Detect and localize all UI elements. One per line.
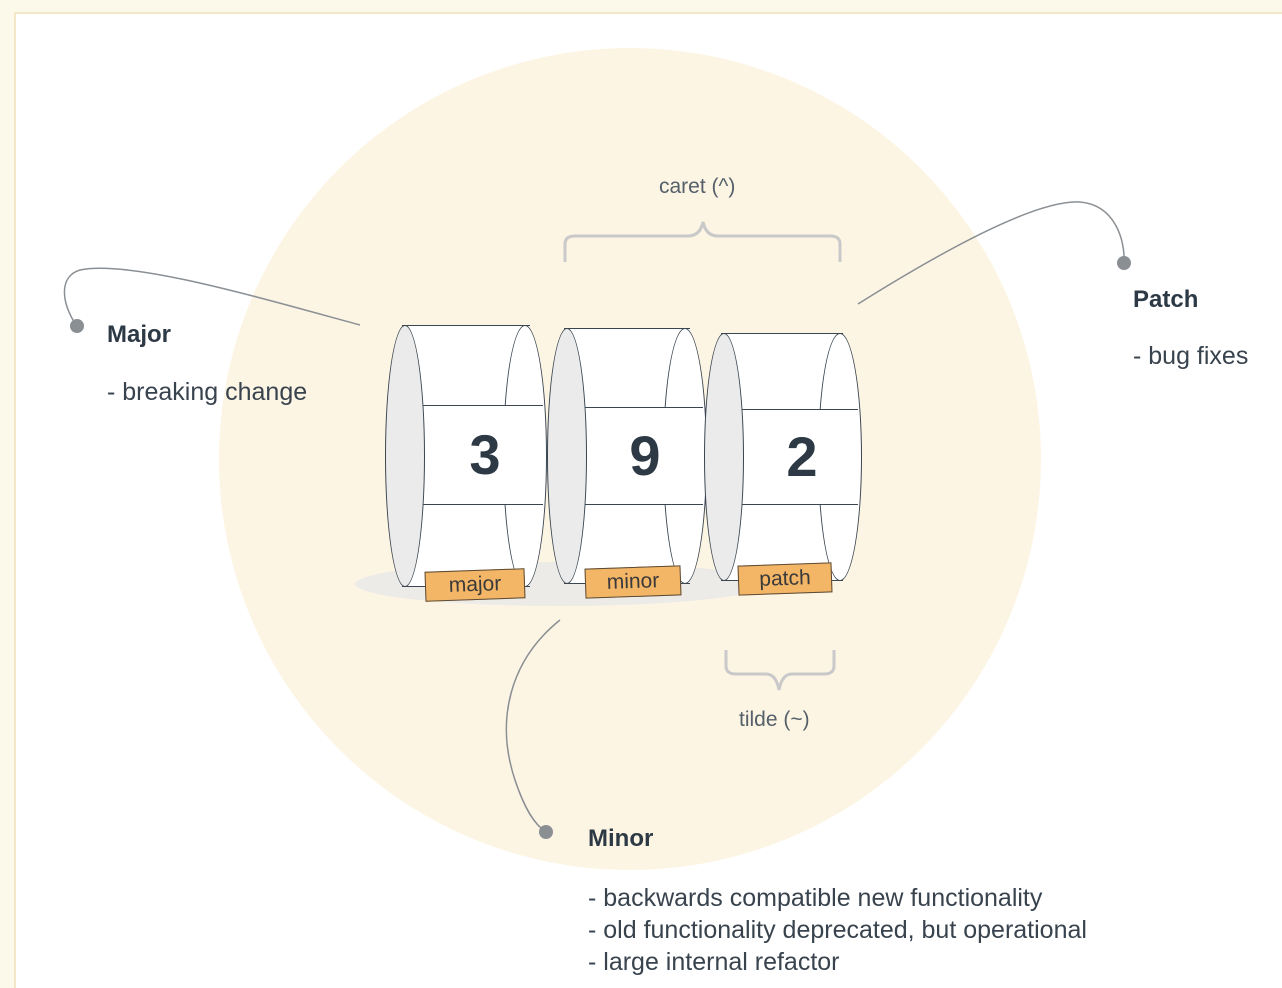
major-connector-line	[63, 267, 361, 326]
patch-item: - bug fixes	[1133, 342, 1249, 370]
cylinder-left-face	[385, 325, 425, 587]
minor-item: - backwards compatible new functionality	[588, 884, 1043, 912]
major-item: - breaking change	[107, 378, 308, 406]
cylinder-patch: 2	[704, 333, 862, 581]
major-digit: 3	[469, 423, 501, 486]
cylinder-window	[403, 405, 543, 505]
patch-connector-dot	[1117, 256, 1131, 270]
minor-tag: minor	[584, 565, 682, 599]
major-description: - breaking change	[107, 376, 307, 408]
minor-item: - large internal refactor	[588, 948, 840, 976]
patch-heading: Patch	[1133, 286, 1199, 313]
patch-description: - bug fixes	[1133, 340, 1248, 372]
patch-digit: 2	[786, 425, 818, 488]
cylinder-major: 3	[385, 325, 550, 587]
caret-bracket	[563, 221, 842, 262]
minor-connector-line	[505, 619, 561, 833]
patch-connector-line	[857, 201, 1125, 305]
cylinder-left-face	[547, 328, 587, 584]
major-tag: major	[424, 568, 526, 602]
patch-tag: patch	[737, 562, 833, 596]
minor-heading: Minor	[588, 825, 654, 852]
minor-item: - old functionality deprecated, but oper…	[588, 916, 1087, 944]
cylinder-left-face	[704, 333, 744, 581]
major-connector-dot	[70, 319, 84, 333]
tilde-bracket	[724, 650, 836, 691]
cylinder-window	[722, 409, 858, 505]
major-heading: Major	[107, 321, 172, 348]
minor-description: - backwards compatible new functionality…	[588, 882, 1087, 978]
cylinder-minor: 9	[547, 328, 709, 584]
caret-label: caret (^)	[659, 175, 736, 198]
minor-connector-dot	[539, 825, 553, 839]
cylinder-window	[565, 407, 703, 505]
minor-digit: 9	[629, 424, 661, 487]
tilde-label: tilde (~)	[739, 708, 810, 731]
